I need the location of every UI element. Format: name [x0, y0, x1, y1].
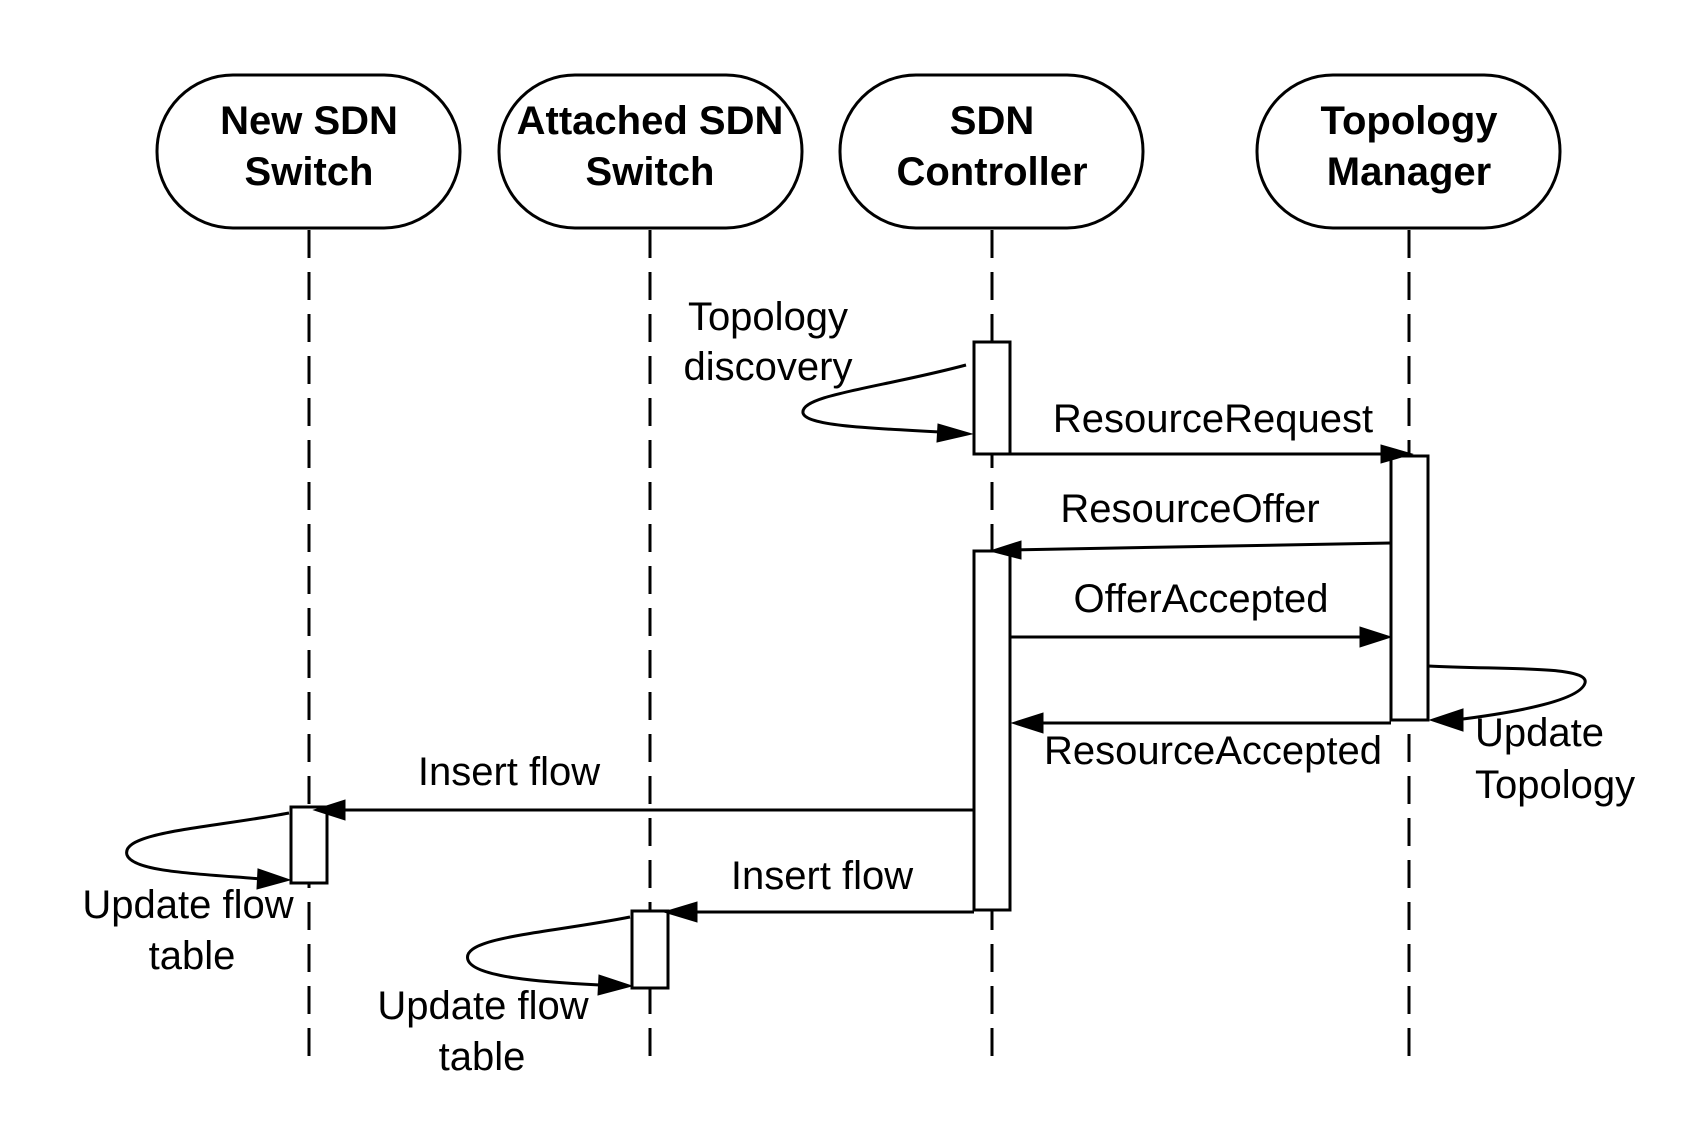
participant-new-sdn-switch: New SDN Switch — [155, 73, 462, 230]
self-loop-topology-discovery — [801, 363, 967, 434]
participant-label-line2: Switch — [586, 150, 715, 194]
label-insert-flow-attached: Insert flow — [731, 854, 913, 898]
arrowhead-resource-accepted — [1010, 712, 1044, 734]
participant-label-line1: Topology — [1321, 99, 1499, 143]
label-resource-offer: ResourceOffer — [1060, 487, 1319, 531]
label-update-flow-attached-line2: table — [439, 1035, 526, 1079]
participant-sdn-controller: SDN Controller — [838, 73, 1145, 230]
label-resource-request: ResourceRequest — [1053, 397, 1373, 441]
self-loop-update-flow-new — [125, 811, 290, 881]
participant-label-line1: Attached SDN — [517, 99, 784, 143]
arrowhead-update-flow-attached — [597, 974, 634, 996]
self-loop-update-topology — [1427, 664, 1587, 722]
arrowhead-insert-flow-attached — [662, 901, 698, 923]
label-insert-flow-new: Insert flow — [418, 750, 600, 794]
arrowhead-resource-request — [1380, 444, 1414, 464]
message-resource-offer — [1009, 541, 1392, 552]
activation-new-switch — [289, 805, 329, 885]
label-update-flow-attached-line1: Update flow — [377, 984, 588, 1028]
participant-label-line1: New SDN — [220, 99, 398, 143]
self-loop-update-flow-attached — [466, 915, 631, 987]
arrowhead-update-flow-new — [256, 868, 292, 890]
participant-label-line1: SDN — [950, 99, 1034, 143]
arrowhead-offer-accepted — [1359, 626, 1393, 648]
label-update-topology-line2: Topology — [1475, 763, 1635, 807]
participant-topology-manager: Topology Manager — [1255, 73, 1562, 230]
activation-controller-main — [972, 549, 1012, 912]
participant-attached-sdn-switch: Attached SDN Switch — [497, 73, 804, 230]
label-offer-accepted: OfferAccepted — [1074, 577, 1329, 621]
arrowhead-insert-flow-new — [312, 799, 346, 821]
label-update-topology-line1: Update — [1475, 711, 1604, 755]
participant-label-line2: Controller — [896, 150, 1087, 194]
activation-controller-discovery — [972, 340, 1012, 456]
label-update-flow-new-line2: table — [149, 934, 236, 978]
label-topology-discovery-line1: Topology — [688, 295, 848, 339]
arrowhead-topology-discovery — [936, 423, 974, 443]
activation-topology-manager — [1389, 454, 1430, 722]
activation-attached-switch — [630, 909, 670, 990]
label-resource-accepted: ResourceAccepted — [1044, 729, 1382, 773]
label-update-flow-new-line1: Update flow — [82, 883, 293, 927]
arrowhead-resource-offer — [988, 540, 1022, 560]
participant-label-line2: Manager — [1327, 150, 1492, 194]
label-topology-discovery-line2: discovery — [684, 345, 853, 389]
arrowhead-update-topology — [1428, 708, 1464, 732]
participant-label-line2: Switch — [245, 150, 374, 194]
